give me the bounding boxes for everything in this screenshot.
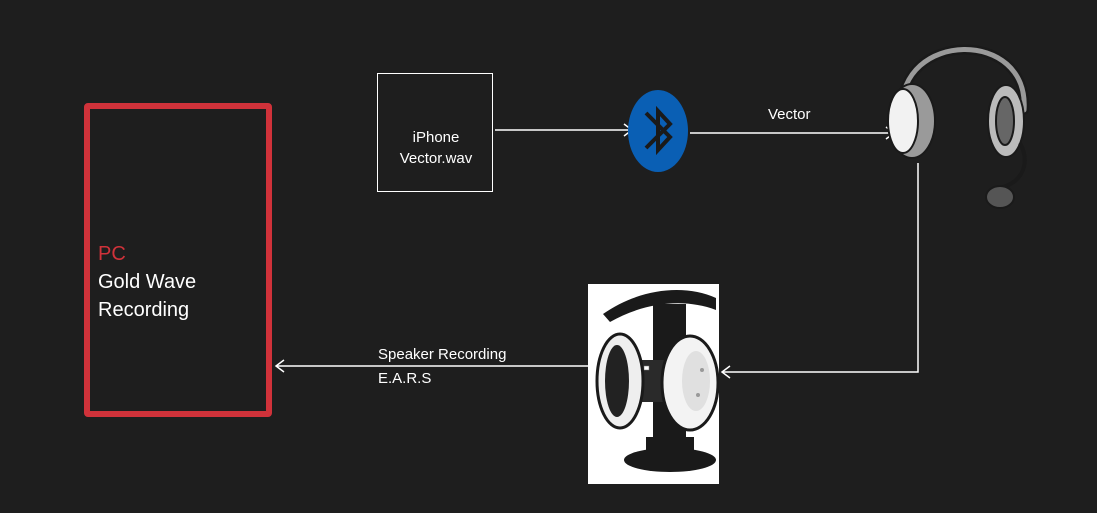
bluetooth-icon bbox=[628, 90, 688, 172]
pc-node-text: PC Gold Wave Recording bbox=[98, 240, 196, 324]
pc-label: PC bbox=[98, 243, 126, 265]
iphone-line-2: Vector.wav bbox=[399, 150, 473, 167]
edge-label-ears: E.A.R.S bbox=[378, 370, 432, 387]
ears-device-icon bbox=[595, 290, 720, 472]
pc-line-1: Gold Wave bbox=[98, 271, 197, 293]
pc-line-2: Recording bbox=[98, 299, 190, 321]
connector-headset-to-ears bbox=[722, 163, 919, 373]
pc-node-box bbox=[84, 103, 272, 417]
headset-icon bbox=[887, 44, 1030, 209]
edge-label-speaker-recording: Speaker Recording bbox=[378, 346, 507, 363]
edge-label-vector: Vector bbox=[768, 106, 811, 123]
iphone-node-box bbox=[377, 73, 493, 192]
iphone-line-1: iPhone bbox=[412, 129, 460, 146]
iphone-node-text: iPhone Vector.wav bbox=[377, 127, 495, 169]
